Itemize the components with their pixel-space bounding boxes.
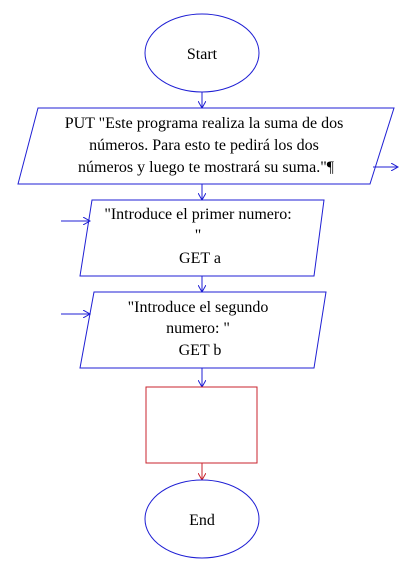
output-parallelogram[interactable] (17, 107, 395, 185)
output-line: números. Para esto te pedirá los dos (89, 137, 319, 154)
end-terminal[interactable] (144, 479, 260, 559)
input-a-line: "Introduce el primer numero: (104, 206, 291, 223)
output-line: PUT "Este programa realiza la suma de do… (65, 115, 344, 132)
end-label: End (189, 512, 215, 529)
process-box[interactable] (145, 386, 258, 464)
output-line: números y luego te mostrará su suma."¶ (78, 159, 335, 176)
input-b-text: "Introduce el segundo numero: " GET b (128, 299, 273, 359)
input-b-parallelogram[interactable] (79, 291, 327, 369)
input-b-line: numero: " (166, 320, 230, 337)
input-a-line: GET a (179, 250, 221, 267)
input-a-parallelogram[interactable] (79, 199, 325, 277)
input-a-text: "Introduce el primer numero: " GET a (104, 206, 295, 267)
input-b-line: "Introduce el segundo (128, 299, 269, 316)
output-text: PUT "Este programa realiza la suma de do… (65, 115, 348, 176)
input-b-line: GET b (179, 342, 222, 359)
start-label: Start (187, 46, 218, 63)
input-a-line: " (195, 227, 202, 244)
